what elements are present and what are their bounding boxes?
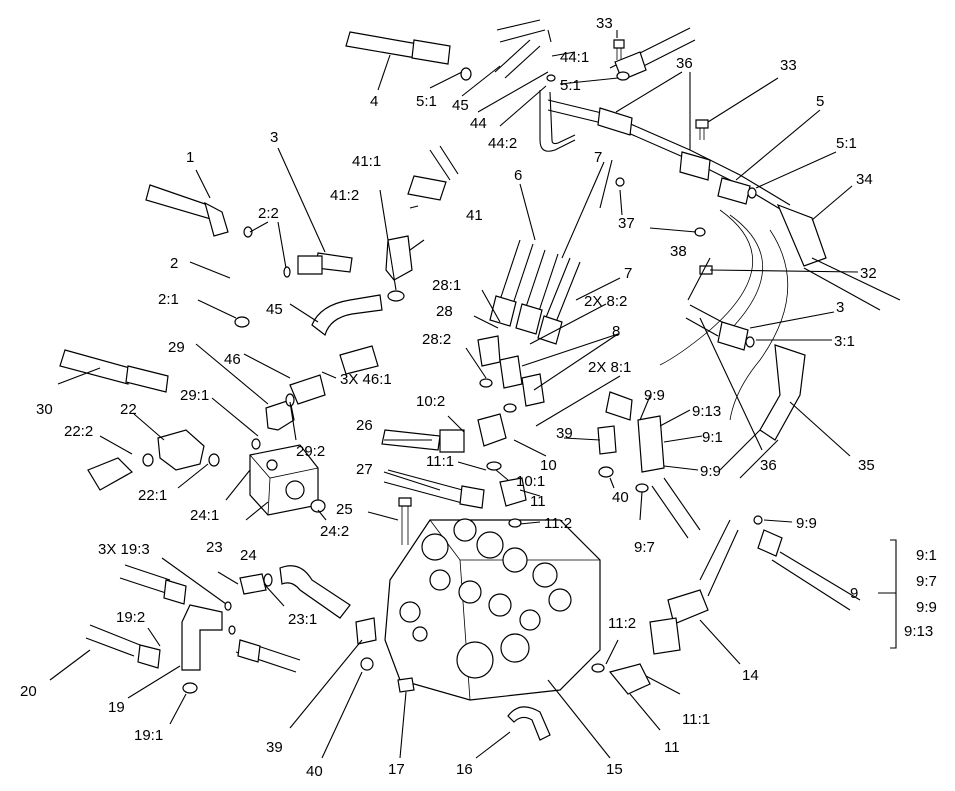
callout-6: 6 xyxy=(514,167,522,184)
callout-7-a: 7 xyxy=(594,149,602,166)
callout-41: 41 xyxy=(466,207,483,224)
callout-3-1: 3:1 xyxy=(834,333,855,350)
callout-16: 16 xyxy=(456,761,473,778)
callout-30: 30 xyxy=(36,401,53,418)
callout-11-a: 11 xyxy=(530,493,546,510)
callout-44-1: 44:1 xyxy=(560,49,589,66)
callout-1: 1 xyxy=(186,149,194,166)
callout-44: 44 xyxy=(470,115,487,132)
callout-3-right: 3 xyxy=(836,299,844,316)
callout-14: 14 xyxy=(742,667,759,684)
callout-45-b: 45 xyxy=(266,301,283,318)
callout-33-a: 33 xyxy=(596,15,613,32)
callout-11-1-b: 11:1 xyxy=(682,711,710,728)
callout-40-a: 40 xyxy=(612,489,629,506)
legend-item-9-13: 9:13 xyxy=(904,623,933,640)
callout-20: 20 xyxy=(20,683,37,700)
callout-5-1-a: 5:1 xyxy=(416,93,437,110)
callout-39-a: 39 xyxy=(556,425,573,442)
callout-7-b: 7 xyxy=(624,265,632,282)
callout-35: 35 xyxy=(858,457,875,474)
callout-46: 46 xyxy=(224,351,241,368)
callout-40-b: 40 xyxy=(306,763,323,780)
callout-36-a: 36 xyxy=(676,55,693,72)
callout-36-b: 36 xyxy=(760,457,777,474)
callout-17: 17 xyxy=(388,761,405,778)
callout-19: 19 xyxy=(108,699,125,716)
callout-5: 5 xyxy=(816,93,824,110)
callout-2-1: 2:1 xyxy=(158,291,179,308)
callout-19-2: 19:2 xyxy=(116,609,145,626)
callout-3-left: 3 xyxy=(270,129,278,146)
callout-41-1: 41:1 xyxy=(352,153,381,170)
callout-8: 8 xyxy=(612,323,620,340)
callout-38: 38 xyxy=(670,243,687,260)
callout-10-1: 10:1 xyxy=(516,473,545,490)
callout-19-3: 3X 19:3 xyxy=(98,541,150,558)
callout-19-1: 19:1 xyxy=(134,727,163,744)
callout-10-2: 10:2 xyxy=(416,393,445,410)
callout-44-2: 44:2 xyxy=(488,135,517,152)
callout-4: 4 xyxy=(370,93,378,110)
callout-5-1-c: 5:1 xyxy=(836,135,857,152)
callout-37: 37 xyxy=(618,215,635,232)
callout-24-1: 24:1 xyxy=(190,507,219,524)
callout-9-7: 9:7 xyxy=(634,539,655,556)
callout-23-1: 23:1 xyxy=(288,611,317,628)
callout-22-2: 22:2 xyxy=(64,423,93,440)
callout-24-2: 24:2 xyxy=(320,523,349,540)
hose-drawings xyxy=(59,19,901,741)
callout-9-9-b: 9:9 xyxy=(700,463,721,480)
callout-9-9-c: 9:9 xyxy=(796,515,817,532)
legend-item-9-9: 9:9 xyxy=(916,599,937,616)
callout-39-b: 39 xyxy=(266,739,283,756)
callout-26: 26 xyxy=(356,417,373,434)
callout-11-2-b: 11:2 xyxy=(608,615,636,632)
callout-25: 25 xyxy=(336,501,353,518)
legend-item-9-1: 9:1 xyxy=(916,547,937,564)
callout-8-1: 2X 8:1 xyxy=(588,359,631,376)
leader-lines xyxy=(49,29,897,759)
callout-labels: 1 2 2:1 2:2 3 3 3:1 4 5 5:1 5:1 5:1 6 7 … xyxy=(20,15,877,780)
callout-33-b: 33 xyxy=(780,57,797,74)
callout-29: 29 xyxy=(168,339,185,356)
callout-23: 23 xyxy=(206,539,223,556)
callout-34: 34 xyxy=(856,171,873,188)
callout-5-1-b: 5:1 xyxy=(560,77,581,94)
callout-11-2-a: 11:2 xyxy=(544,515,572,532)
legend-item-9-7: 9:7 xyxy=(916,573,937,590)
callout-29-1: 29:1 xyxy=(180,387,209,404)
callout-27: 27 xyxy=(356,461,373,478)
callout-2-2: 2:2 xyxy=(258,205,279,222)
callout-28: 28 xyxy=(436,303,453,320)
callout-24: 24 xyxy=(240,547,257,564)
callout-11-1-a: 11:1 xyxy=(426,453,454,470)
callout-29-2: 29:2 xyxy=(296,443,325,460)
callout-11-b: 11 xyxy=(664,739,680,756)
legend-group-number: 9 xyxy=(850,585,858,602)
callout-15: 15 xyxy=(606,761,623,778)
callout-9-1: 9:1 xyxy=(702,429,723,446)
legend-group: 9 9:1 9:7 9:9 9:13 xyxy=(850,547,937,640)
callout-41-2: 41:2 xyxy=(330,187,359,204)
callout-8-2: 2X 8:2 xyxy=(584,293,627,310)
callout-28-1: 28:1 xyxy=(432,277,461,294)
callout-22-1: 22:1 xyxy=(138,487,167,504)
callout-10: 10 xyxy=(540,457,557,474)
callout-28-2: 28:2 xyxy=(422,331,451,348)
callout-9-9-a: 9:9 xyxy=(644,387,665,404)
callout-22: 22 xyxy=(120,401,137,418)
callout-32: 32 xyxy=(860,265,877,282)
callout-45-a: 45 xyxy=(452,97,469,114)
callout-46-1: 3X 46:1 xyxy=(340,371,392,388)
callout-9-13: 9:13 xyxy=(692,403,721,420)
callout-2: 2 xyxy=(170,255,178,272)
